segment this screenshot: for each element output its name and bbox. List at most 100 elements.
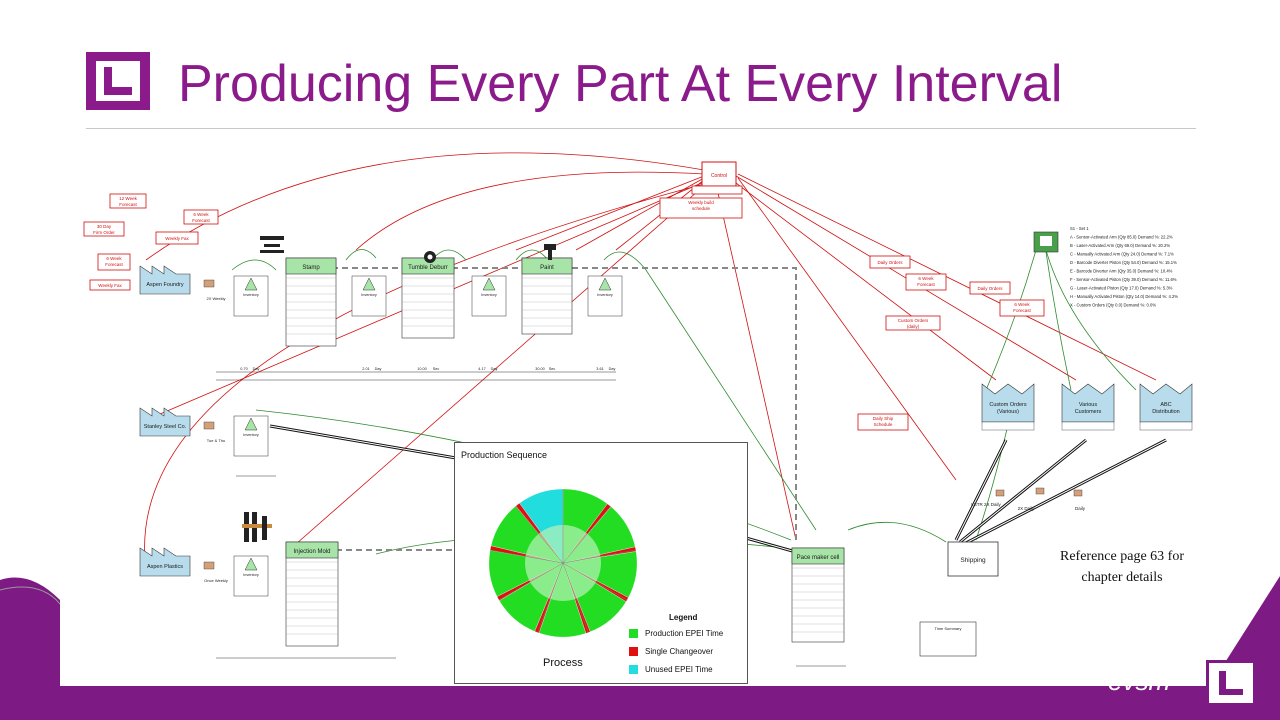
freq-right-1: 2X Daily bbox=[1018, 506, 1036, 511]
shipping-box bbox=[947, 541, 999, 577]
red-label-text: Weekly Fax bbox=[98, 283, 122, 288]
product-list-item: A - Sensor-Activated Arm (Qty 85.0) Dema… bbox=[1070, 235, 1173, 240]
inventory-label: Inventory bbox=[243, 573, 259, 577]
timeline-value: Day bbox=[609, 367, 616, 371]
truck-icon bbox=[203, 421, 215, 430]
red-label-text: 30 Day bbox=[97, 224, 112, 229]
red-label-text: 6 Week bbox=[106, 256, 122, 261]
product-list-item: B - Laser-Activated Arm (Qty 69.0) Deman… bbox=[1070, 243, 1170, 248]
pie-spoke-5 bbox=[537, 562, 564, 633]
panel-title: Production Sequence bbox=[461, 450, 548, 460]
timeline-value: Sec bbox=[549, 367, 556, 371]
red-label-7: Daily Orders bbox=[869, 255, 911, 269]
control-label: Control bbox=[711, 173, 727, 179]
process-1: Tumble Deburr bbox=[401, 257, 455, 339]
red-label-text: Weekly build bbox=[688, 200, 714, 205]
legend-swatch-cyan bbox=[629, 665, 638, 675]
red-label-text: 12 Week bbox=[119, 196, 137, 201]
process-4: Pace maker cell bbox=[791, 547, 845, 643]
customer-label-line: Customers bbox=[1075, 409, 1102, 415]
inventory-4: Inventory bbox=[233, 415, 269, 457]
product-list-item: H - Manually Activated Piston (Qty 14.0)… bbox=[1070, 294, 1178, 299]
supplier-1: Stanley Steel Co.Tue & Thu bbox=[139, 407, 225, 443]
production-sequence-panel: Production Sequence Process Legend Produ… bbox=[454, 442, 748, 684]
pie-spoke-1 bbox=[562, 506, 611, 564]
supplier-label: Aspen Plastics bbox=[147, 564, 183, 570]
red-label-text: Daily Orders bbox=[977, 286, 1003, 291]
truck-icons-right bbox=[995, 487, 1083, 497]
red-label-text: Custom Orders bbox=[898, 318, 929, 323]
supplier-label: Aspen Foundry bbox=[146, 282, 184, 288]
timeline-value: 30.00 bbox=[535, 367, 545, 371]
product-list-item: C - Manually Activated Arm (Qty 24.0) De… bbox=[1070, 252, 1174, 257]
title-divider bbox=[86, 128, 1196, 129]
shipping-label: Shipping bbox=[960, 557, 986, 564]
legend-single-changeover: Single Changeover bbox=[629, 647, 713, 657]
inventory-label: Inventory bbox=[597, 293, 613, 297]
press-icon bbox=[260, 236, 284, 253]
process-label: Injection Mold bbox=[293, 549, 330, 555]
left-swoosh-decoration bbox=[0, 577, 60, 686]
product-list-item: E - Barcode Diverter Arm (Qty 35.0) Dema… bbox=[1070, 269, 1173, 274]
timeline-value: 2.01 bbox=[362, 367, 369, 371]
legend-title: Legend bbox=[669, 613, 698, 622]
red-label-text: Schedule bbox=[874, 422, 893, 427]
pie-spoke-7 bbox=[490, 549, 564, 564]
red-label-text: Daily Orders bbox=[877, 260, 903, 265]
reference-note: Reference page 63 for chapter details bbox=[1060, 549, 1184, 585]
red-label-text: Weekly Fax bbox=[165, 236, 189, 241]
footer-wordmark: evsm bbox=[1108, 666, 1171, 696]
pie-spoke-3 bbox=[562, 562, 628, 601]
process-0: Stamp bbox=[285, 257, 337, 347]
timeline-value: Sec bbox=[433, 367, 440, 371]
timeline-value: Day bbox=[491, 367, 498, 371]
time-summary-title: Time Summary bbox=[935, 626, 962, 631]
customer-label-line: ABC bbox=[1160, 402, 1171, 408]
red-label-text: Forecast bbox=[192, 218, 210, 223]
spray-gun-icon bbox=[544, 244, 556, 260]
red-label-text: Firm Order bbox=[93, 230, 115, 235]
product-list-item: X - Custom Orders (Qty 0.0) Demand %: 0.… bbox=[1070, 303, 1156, 308]
pie-spoke-2 bbox=[562, 549, 636, 564]
inventory-label: Inventory bbox=[243, 293, 259, 297]
inventory-label: Inventory bbox=[361, 293, 377, 297]
inventory-label: Inventory bbox=[481, 293, 497, 297]
red-label-text: Forecast bbox=[1013, 308, 1031, 313]
inventory-3: Inventory bbox=[587, 275, 623, 317]
mold-icon bbox=[242, 512, 272, 542]
customer-label-line: Various bbox=[1079, 402, 1097, 408]
production-sequence-pie bbox=[488, 488, 638, 638]
customer-0: Custom Orders(Various) bbox=[981, 383, 1035, 431]
product-list-item: G - Laser-Activated Piston (Qty 17.0) De… bbox=[1070, 286, 1173, 291]
inventory-5: Inventory bbox=[233, 555, 269, 597]
control-box bbox=[701, 161, 737, 187]
red-label-text: (daily) bbox=[907, 324, 920, 329]
product-list: S1 - Set 1 A - Sensor-Activated Arm (Qty … bbox=[1070, 226, 1178, 308]
process-label: Paint bbox=[540, 265, 554, 271]
red-label-text: Forecast bbox=[105, 262, 123, 267]
slide-title: Producing Every Part At Every Interval bbox=[178, 55, 1063, 113]
supplier-freq: Tue & Thu bbox=[207, 438, 225, 443]
inventory-2: Inventory bbox=[471, 275, 507, 317]
process-label: Pace maker cell bbox=[797, 555, 840, 561]
time-summary-box bbox=[919, 621, 977, 657]
inventory-1: Inventory bbox=[351, 275, 387, 317]
red-label-5: Weekly Fax bbox=[89, 279, 131, 291]
legend-swatch-green bbox=[629, 629, 638, 639]
product-list-item: S1 - Set 1 bbox=[1070, 226, 1089, 231]
red-label-11: Custom Orders(daily) bbox=[885, 315, 941, 331]
